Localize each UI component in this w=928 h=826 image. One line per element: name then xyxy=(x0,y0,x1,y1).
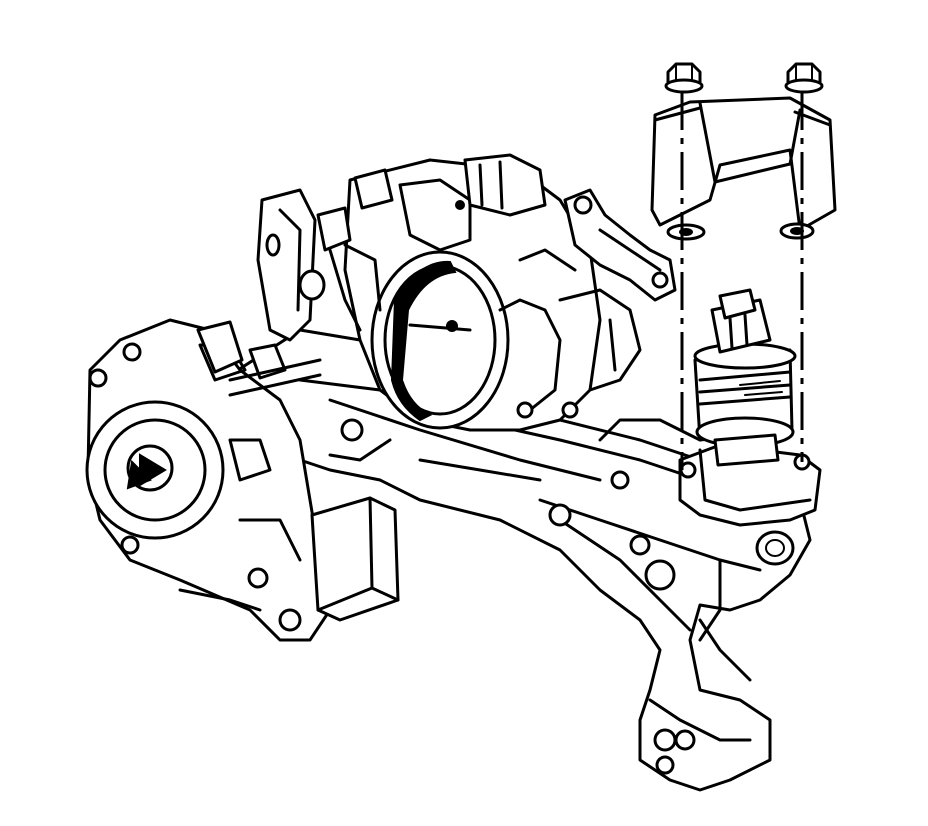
nut-right xyxy=(784,62,824,94)
upper-bracket xyxy=(256,188,326,342)
hose-fittings xyxy=(196,320,322,397)
egr-heat-shield xyxy=(650,96,837,241)
alignment-lines xyxy=(680,92,804,470)
intake-bracket-casting xyxy=(236,328,812,792)
nut-left xyxy=(664,62,704,94)
sensor-block xyxy=(310,496,400,622)
left-housing xyxy=(85,318,332,642)
egr-valve xyxy=(678,288,822,527)
throttle-body xyxy=(316,153,642,432)
throttle-sensor-arm xyxy=(563,188,677,302)
